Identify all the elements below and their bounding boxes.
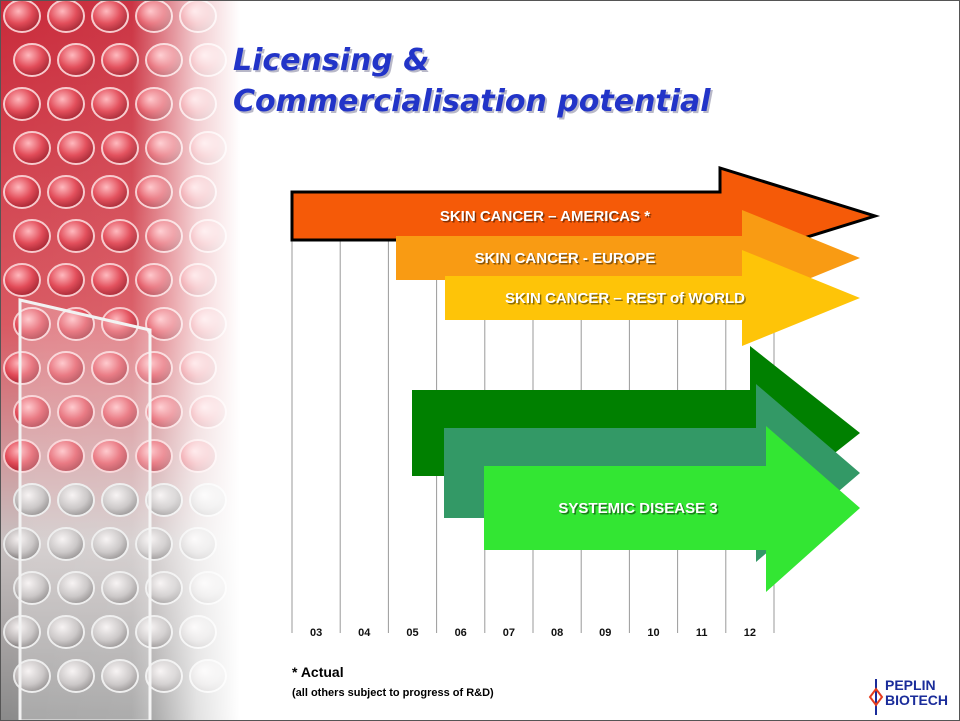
year-label-12: 12: [744, 627, 756, 639]
year-label-07: 07: [503, 627, 515, 639]
footnote-actual: * Actual: [292, 664, 344, 680]
title-line-2: Commercialisation potential: [233, 84, 711, 119]
arrow-label-shadow: SKIN CANCER – REST of WORLD: [507, 292, 747, 309]
lab-plate-photo: [0, 0, 240, 721]
arrow-label-shadow: SKIN CANCER – AMERICAS *: [441, 210, 651, 227]
arrow-shape: [484, 426, 860, 592]
arrow-label: SYSTEMIC DISEASE 3: [558, 500, 717, 517]
year-label-04: 04: [358, 627, 371, 639]
arrow-label: SKIN CANCER – AMERICAS *: [440, 208, 650, 225]
year-label-10: 10: [647, 627, 659, 639]
logo-line-2: BIOTECH: [885, 692, 948, 708]
arrow-label-shadow: SYSTEMIC DISEASE 3: [560, 502, 719, 519]
logo-mark-icon: [868, 679, 884, 715]
title-line-1: Licensing &: [233, 43, 430, 78]
photo-fade: [0, 0, 240, 721]
year-label-08: 08: [551, 627, 563, 639]
arrow-label: SKIN CANCER – REST of WORLD: [505, 290, 745, 307]
arrows-layer: SKIN CANCER – AMERICAS *SKIN CANCER – AM…: [290, 165, 881, 592]
arrow-label-shadow: SKIN CANCER - EUROPE: [476, 252, 657, 269]
year-label-03: 03: [310, 627, 322, 639]
year-label-11: 11: [696, 627, 708, 639]
year-label-09: 09: [599, 627, 611, 639]
year-label-06: 06: [455, 627, 467, 639]
arrow-shape: [445, 250, 860, 346]
footnote-note: (all others subject to progress of R&D): [292, 687, 494, 699]
year-label-05: 05: [406, 627, 418, 639]
peplin-biotech-logo: PEPLIN BIOTECH: [866, 677, 958, 717]
year-labels: 03 04 05 06 07 08 09 10 11 12: [310, 627, 756, 639]
logo-line-1: PEPLIN: [885, 677, 936, 693]
arrow-label: SKIN CANCER - EUROPE: [475, 250, 656, 267]
